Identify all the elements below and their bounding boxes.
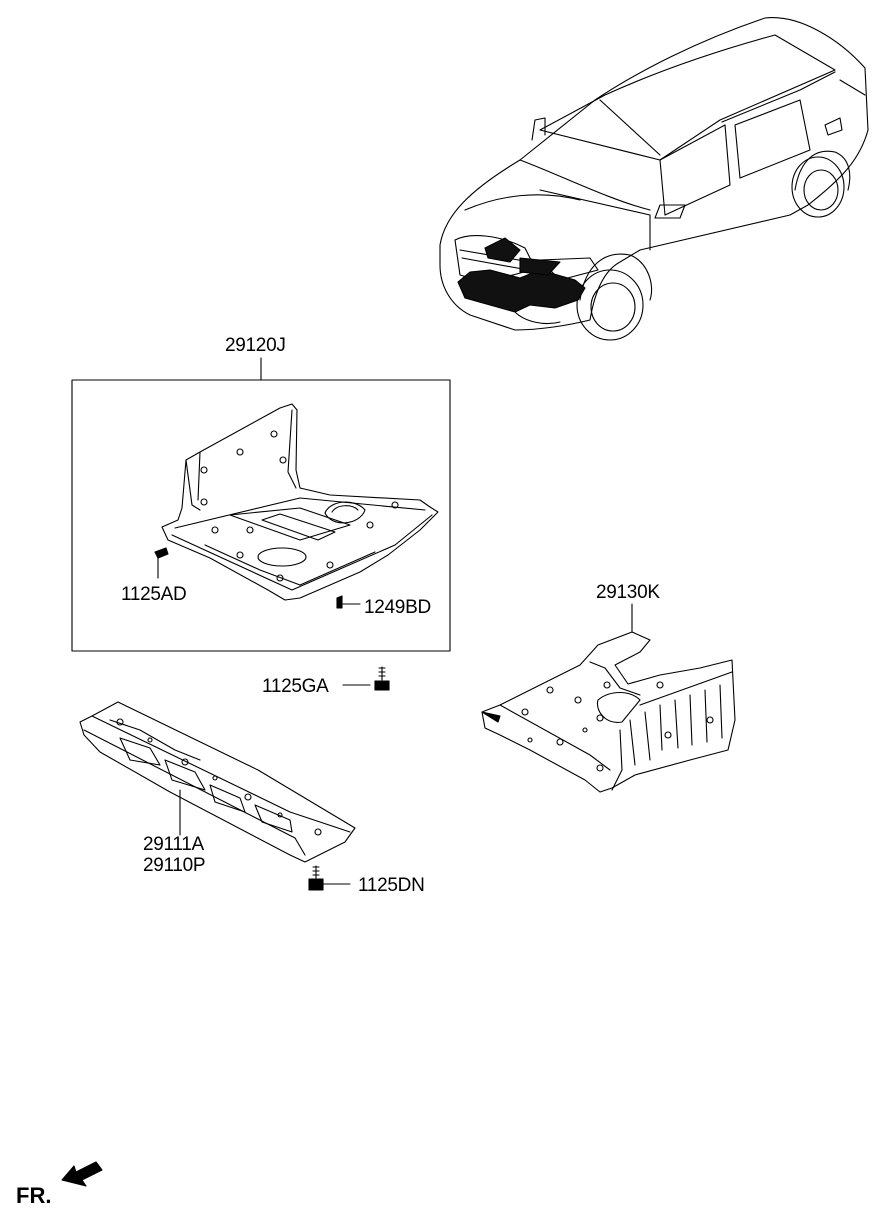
rear-undercover-part <box>481 631 736 793</box>
engine-undercover-part <box>161 403 439 601</box>
front-direction-arrow-icon <box>61 1161 103 1187</box>
label-1125dn: 1125DN <box>358 875 425 896</box>
label-1125ga: 1125GA <box>262 676 329 697</box>
label-29110p: 29110P <box>143 855 206 876</box>
label-1249bd: 1249BD <box>364 597 431 618</box>
clip-1125ad-part <box>154 547 169 579</box>
bolt-1125ga-part <box>342 666 390 691</box>
vehicle-illustration <box>439 17 869 341</box>
label-1125ad: 1125AD <box>121 584 187 605</box>
label-29130k: 29130K <box>596 582 660 603</box>
front-undercover-part <box>79 701 356 863</box>
label-29111a: 29111A <box>143 834 204 855</box>
front-direction-label: FR. <box>16 1183 52 1208</box>
bolt-1125dn-part <box>308 865 351 891</box>
label-29120j: 29120J <box>225 335 286 356</box>
clip-1249bd-part <box>336 595 361 609</box>
